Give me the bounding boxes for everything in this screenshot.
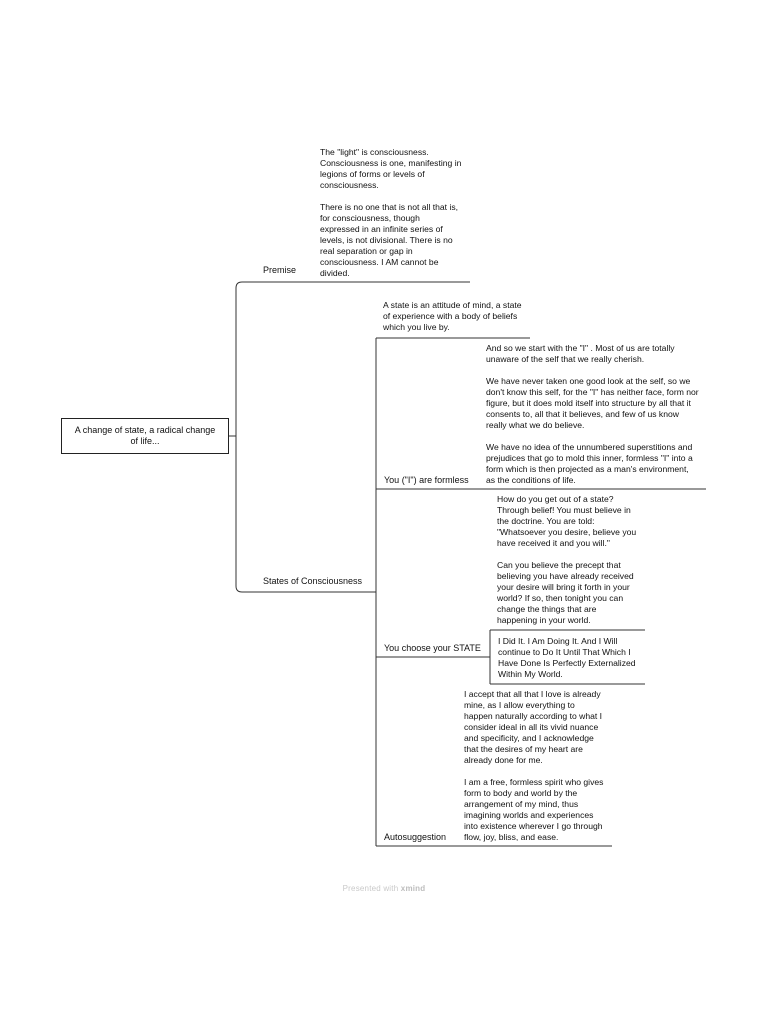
premise-note-para-1: The "light" is consciousness. Consciousn… [320, 147, 462, 190]
central-topic-label: A change of state, a radical change of l… [74, 425, 216, 446]
formless-note: And so we start with the "I" . Most of u… [486, 343, 708, 486]
state-intro-text: A state is an attitude of mind, a state … [383, 300, 522, 332]
autosuggestion-note-para-1: I accept that all that I love is already… [464, 689, 603, 765]
formless-note-para-2: We have never taken one good look at the… [486, 376, 699, 430]
choose-topic[interactable]: You choose your STATE [384, 643, 481, 653]
formless-note-para-1: And so we start with the "I" . Most of u… [486, 343, 675, 364]
autosuggestion-topic[interactable]: Autosuggestion [384, 832, 447, 842]
affirmation-topic[interactable]: I Did It. I Am Doing It. And I Will cont… [498, 636, 646, 680]
presented-with-footer: Presented with xmind [0, 884, 768, 893]
formless-note-para-3: We have no idea of the unnumbered supers… [486, 442, 693, 485]
choose-note: How do you get out of a state? Through b… [497, 494, 645, 626]
formless-topic[interactable]: You ("I") are formless [384, 475, 469, 485]
xmind-logo: xmind [400, 884, 426, 893]
affirmation-text: I Did It. I Am Doing It. And I Will cont… [498, 636, 636, 679]
premise-note-para-2: There is no one that is not all that is,… [320, 202, 459, 278]
main-bracket [235, 281, 243, 593]
central-topic[interactable]: A change of state, a radical change of l… [61, 418, 229, 454]
footer-prefix: Presented with [342, 884, 399, 893]
autosuggestion-note: I accept that all that I love is already… [464, 689, 614, 843]
states-topic[interactable]: States of Consciousness [263, 576, 363, 586]
premise-note: The "light" is consciousness. Consciousn… [320, 147, 470, 279]
choose-note-para-1: How do you get out of a state? Through b… [497, 494, 637, 548]
premise-topic[interactable]: Premise [263, 265, 297, 275]
choose-note-para-2: Can you believe the precept that believi… [497, 560, 634, 625]
autosuggestion-note-para-2: I am a free, formless spirit who gives f… [464, 777, 604, 842]
state-intro-note: A state is an attitude of mind, a state … [383, 300, 533, 333]
